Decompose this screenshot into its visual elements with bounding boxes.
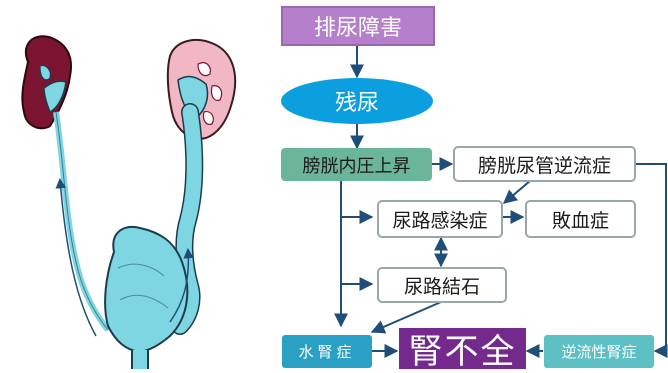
urethra <box>131 350 149 369</box>
node-urinary-stone: 尿路結石 <box>377 267 507 303</box>
node-reflux-nephropathy: 逆流性腎症 <box>544 335 654 368</box>
node-sepsis: 敗血症 <box>525 200 636 238</box>
node-urinary-tract-infection: 尿路感染症 <box>377 200 503 238</box>
node-vesicoureteral-reflux: 膀胱尿管逆流症 <box>453 146 636 182</box>
node-hydronephrosis: 水腎症 <box>282 335 372 368</box>
urinary-tract-illustration <box>21 35 237 369</box>
arrow-reflux-to-nephropathy <box>636 163 668 358</box>
node-urinary-obstruction: 排尿障害 <box>281 6 435 46</box>
node-bladder-pressure: 膀胱内圧上昇 <box>281 148 432 181</box>
node-residual-urine: 残尿 <box>281 78 433 124</box>
node-renal-failure: 腎不全 <box>399 328 526 372</box>
arrow-stone-to-hydronephrosis <box>370 301 442 334</box>
bladder <box>104 226 189 354</box>
reflux-arrow-left <box>55 177 97 337</box>
arrow-reflux-to-infection <box>502 180 531 204</box>
reflux-arrow-right <box>169 247 194 323</box>
left-kidney <box>21 35 72 130</box>
